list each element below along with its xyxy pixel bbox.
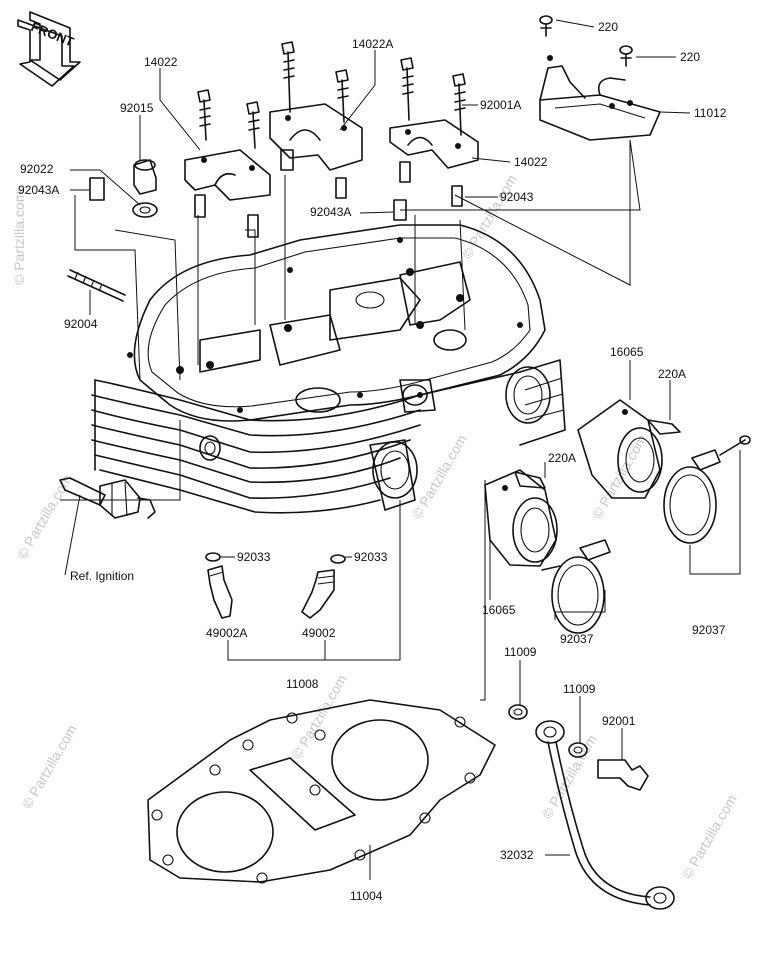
callout-32032: 32032 <box>500 848 534 862</box>
callout-11004: 11004 <box>350 889 383 903</box>
watermark-mid-left: © Partzilla.com <box>14 472 75 562</box>
cam-cap-left <box>184 89 271 238</box>
callout-14022-right: 14022 <box>514 155 548 169</box>
callout-labels: 220 220 11012 14022 14022A 92015 92001A … <box>18 20 727 903</box>
callout-ref-ignition: Ref. Ignition <box>70 569 134 583</box>
watermark-lower-left: © Partzilla.com <box>19 722 80 812</box>
callout-92001: 92001 <box>602 714 636 728</box>
callout-16065-front: 16065 <box>482 603 516 617</box>
callout-220A-front: 220A <box>548 451 576 465</box>
cap-nut-and-washer <box>89 159 158 218</box>
callout-16065-rear: 16065 <box>610 345 644 359</box>
callout-92033-left: 92033 <box>237 550 271 564</box>
intake-holder-rear <box>577 399 681 499</box>
intake-holder-front <box>484 469 558 567</box>
watermark-right: © Partzilla.com <box>589 432 650 522</box>
cylinder-head <box>91 224 566 514</box>
callout-220-top: 220 <box>598 20 618 34</box>
callout-14022A: 14022A <box>352 37 393 51</box>
callout-92037-front: 92037 <box>560 632 594 646</box>
callout-92015: 92015 <box>120 101 154 115</box>
spark-plug <box>59 477 156 519</box>
head-gasket <box>147 699 496 884</box>
bracket-11012 <box>539 15 661 141</box>
callout-92001A: 92001A <box>480 98 521 112</box>
stud-92004 <box>67 269 126 302</box>
callout-220A-rear: 220A <box>658 367 686 381</box>
watermark-left: © Partzilla.com <box>11 191 27 285</box>
callout-92033-right: 92033 <box>354 550 388 564</box>
callout-11009-upper: 11009 <box>504 645 537 659</box>
callout-92043: 92043 <box>500 190 534 204</box>
clamp-rear <box>663 435 751 544</box>
watermark-mid-right: © Partzilla.com <box>409 432 470 522</box>
callout-92043A-left: 92043A <box>18 183 59 197</box>
callout-11009-lower: 11009 <box>563 682 596 696</box>
callout-92037-rear: 92037 <box>692 623 726 637</box>
clamp-front <box>541 539 611 634</box>
callout-220-right: 220 <box>680 50 700 64</box>
leader-lines <box>60 19 741 880</box>
callout-92043A-center: 92043A <box>310 205 351 219</box>
callout-14022-left: 14022 <box>144 55 178 69</box>
callout-11008: 11008 <box>286 677 319 691</box>
callout-92022: 92022 <box>20 162 54 176</box>
callout-92004: 92004 <box>64 317 98 331</box>
callout-49002A: 49002A <box>206 626 247 640</box>
watermark-center: © Partzilla.com <box>459 172 520 262</box>
watermark-bottom-right: © Partzilla.com <box>679 792 740 882</box>
cam-cap-center <box>269 41 363 199</box>
callout-11012: 11012 <box>694 106 727 120</box>
front-label: FRONT <box>29 19 76 50</box>
front-arrow-icon: FRONT <box>17 11 81 87</box>
valve-guides <box>205 552 346 619</box>
cam-cap-right <box>389 57 479 221</box>
callout-49002: 49002 <box>302 626 336 640</box>
oil-pipe-assembly <box>508 704 675 910</box>
